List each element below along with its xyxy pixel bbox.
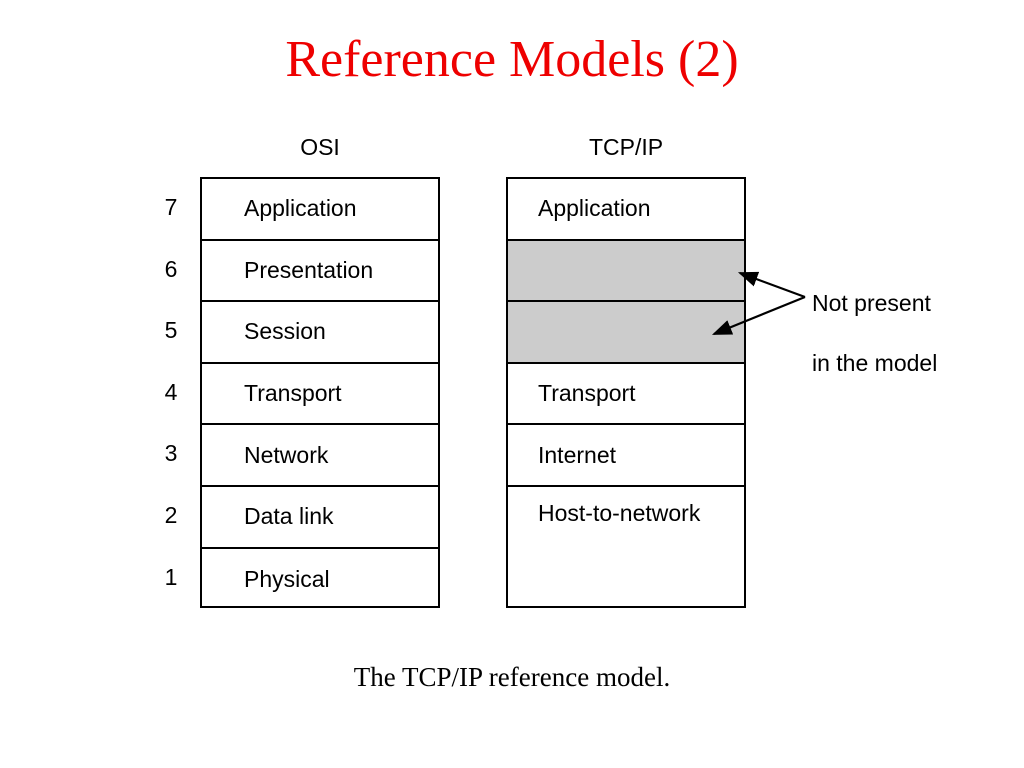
- osi-layer-number-3: 3: [164, 440, 178, 467]
- annotation-arrows: [711, 271, 806, 336]
- tcpip-layer-label: Internet: [538, 441, 616, 468]
- tcpip-column-heading: TCP/IP: [588, 134, 664, 160]
- osi-layer-application: Application: [202, 179, 438, 241]
- osi-layer-label: Data link: [244, 503, 334, 530]
- osi-layer-data-link: Data link: [202, 487, 438, 549]
- tcpip-layer-label: Application: [538, 195, 651, 222]
- tcpip-layer-application: Application: [508, 179, 744, 241]
- osi-layer-number-6: 6: [164, 255, 178, 282]
- osi-layer-number-gutter: 7 6 5 4 3 2 1: [150, 177, 192, 608]
- osi-model-stack: Application Presentation Session Transpo…: [200, 177, 440, 608]
- tcpip-shaded-row-1: [508, 240, 744, 303]
- tcpip-model-stack: Application Transport Internet Host-to-n…: [506, 177, 746, 608]
- tcpip-layer-transport: Transport: [508, 364, 744, 426]
- tcpip-layer-host-to-network: Host-to-network: [508, 487, 744, 610]
- tcpip-layer-label: Host-to-network: [538, 500, 701, 526]
- osi-layer-number-4: 4: [164, 378, 178, 405]
- osi-layer-label: Session: [244, 318, 326, 345]
- osi-layer-label: Transport: [244, 380, 342, 407]
- tcpip-layer-label: Transport: [538, 380, 636, 407]
- osi-layer-session: Session: [202, 302, 438, 364]
- tcpip-layer-internet: Internet: [508, 425, 744, 487]
- osi-layer-label: Presentation: [244, 256, 374, 283]
- osi-layer-label: Network: [244, 441, 329, 468]
- tcpip-shaded-row-2: [508, 302, 744, 364]
- osi-layer-number-5: 5: [164, 317, 178, 344]
- osi-layer-transport: Transport: [202, 364, 438, 426]
- figure-caption: The TCP/IP reference model.: [353, 662, 671, 692]
- annotation-label-line1: Not present: [812, 290, 931, 316]
- osi-layer-label: Physical: [244, 565, 330, 592]
- osi-layer-number-2: 2: [164, 502, 178, 528]
- page-title: Reference Models (2): [285, 31, 739, 88]
- osi-layer-network: Network: [202, 425, 438, 487]
- osi-layer-number-7: 7: [164, 194, 178, 220]
- osi-layer-physical: Physical: [202, 549, 438, 610]
- annotation-arrow-lower: [711, 295, 806, 336]
- annotation-label: Not present in the model: [812, 258, 1012, 408]
- osi-layer-presentation: Presentation: [202, 241, 438, 303]
- annotation-label-line2: in the model: [812, 350, 938, 376]
- annotation-arrow-upper: [737, 271, 806, 299]
- osi-layer-number-1: 1: [164, 563, 178, 590]
- osi-column-heading: OSI: [300, 134, 340, 160]
- osi-layer-label: Application: [244, 195, 357, 222]
